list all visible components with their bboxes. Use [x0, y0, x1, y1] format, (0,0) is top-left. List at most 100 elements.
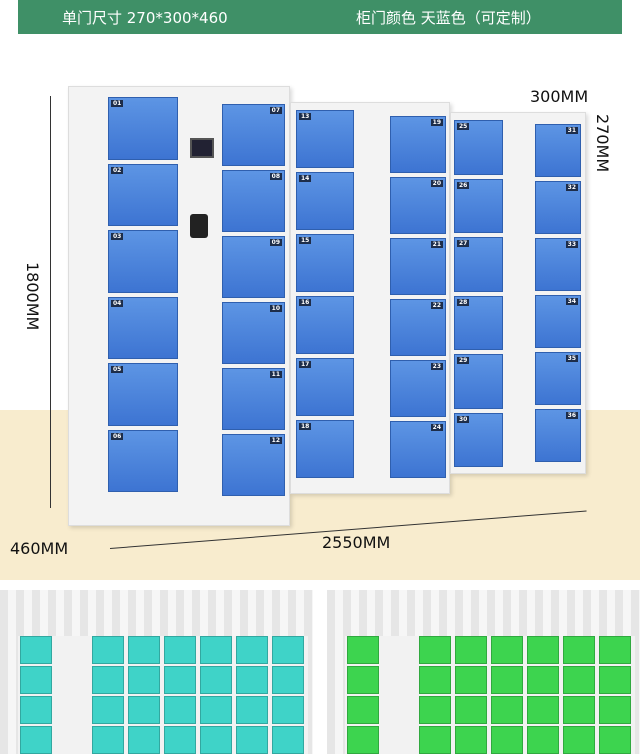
mini-locker-door — [491, 636, 523, 664]
mini-locker-door — [455, 696, 487, 724]
locker-number: 10 — [269, 305, 282, 312]
locker-door-30[interactable]: 30 — [454, 412, 503, 467]
mini-locker — [345, 636, 635, 754]
locker-number: 27 — [457, 240, 470, 247]
locker-number: 11 — [269, 371, 282, 378]
locker-door-24[interactable]: 24 — [390, 421, 446, 478]
locker-door-31[interactable]: 31 — [535, 124, 581, 177]
locker-number: 01 — [111, 100, 124, 107]
locker-number: 26 — [457, 181, 470, 189]
mini-locker-door — [419, 666, 451, 694]
door-size-label: 单门尺寸 270*300*460 — [62, 9, 228, 27]
mini-locker-door — [236, 696, 268, 724]
locker-number: 36 — [565, 412, 578, 419]
door-color-label: 柜门颜色 天蓝色（可定制） — [356, 9, 541, 27]
mini-locker-door — [164, 666, 196, 694]
mini-locker-door — [272, 666, 304, 694]
locker-door-13[interactable]: 13 — [296, 110, 354, 168]
locker-door-26[interactable]: 26 — [454, 178, 503, 233]
locker-door-03[interactable]: 03 — [108, 230, 178, 293]
locker-number: 31 — [565, 127, 578, 134]
locker-door-01[interactable]: 01 — [108, 97, 178, 160]
mini-locker-door — [20, 636, 52, 664]
mini-locker-door — [200, 696, 232, 724]
mini-locker-door — [164, 726, 196, 754]
locker-number: 29 — [457, 357, 470, 364]
locker-door-34[interactable]: 34 — [535, 295, 581, 348]
mini-locker-door — [128, 726, 160, 754]
locker-door-20[interactable]: 20 — [390, 177, 446, 234]
locker-door-28[interactable]: 28 — [454, 295, 503, 350]
mini-locker-door — [599, 666, 631, 694]
mini-locker-door — [563, 696, 595, 724]
mini-locker-door — [455, 666, 487, 694]
locker-door-15[interactable]: 15 — [296, 234, 354, 292]
locker-number: 21 — [430, 241, 443, 248]
locker-number: 05 — [111, 366, 124, 373]
mini-locker-door — [347, 696, 379, 724]
mini-locker-door — [92, 636, 124, 664]
locker-door-04[interactable]: 04 — [108, 296, 178, 359]
mini-locker-door — [200, 666, 232, 694]
locker-door-19[interactable]: 19 — [390, 116, 446, 173]
mini-locker-door — [599, 696, 631, 724]
mini-locker — [18, 636, 308, 754]
locker-door-08[interactable]: 08 — [222, 170, 285, 232]
mini-locker-door — [419, 696, 451, 724]
locker-number: 12 — [269, 437, 282, 444]
variant-photo-teal — [0, 590, 313, 754]
locker-number: 08 — [269, 173, 282, 180]
locker-door-16[interactable]: 16 — [296, 296, 354, 354]
locker-number: 15 — [299, 237, 312, 244]
locker-door-17[interactable]: 17 — [296, 358, 354, 416]
locker-number: 34 — [565, 298, 578, 305]
mini-locker-door — [236, 636, 268, 664]
depth-dim: 460MM — [10, 539, 69, 558]
locker-door-33[interactable]: 33 — [535, 238, 581, 291]
locker-number: 06 — [111, 432, 124, 440]
locker-door-05[interactable]: 05 — [108, 363, 178, 426]
mini-locker-door — [128, 696, 160, 724]
locker-door-06[interactable]: 06 — [108, 429, 178, 492]
locker-door-10[interactable]: 10 — [222, 302, 285, 364]
locker-door-22[interactable]: 22 — [390, 299, 446, 356]
locker-door-12[interactable]: 12 — [222, 434, 285, 496]
mini-locker-door — [200, 726, 232, 754]
locker-number: 17 — [299, 361, 312, 368]
locker-door-14[interactable]: 14 — [296, 172, 354, 230]
locker-door-36[interactable]: 36 — [535, 409, 581, 462]
locker-number: 04 — [111, 299, 124, 307]
locker-number: 13 — [299, 113, 312, 120]
locker-door-07[interactable]: 07 — [222, 104, 285, 166]
locker-door-23[interactable]: 23 — [390, 360, 446, 417]
locker-number: 32 — [565, 184, 578, 191]
mini-locker-door — [20, 726, 52, 754]
mini-locker-door — [164, 696, 196, 724]
mini-locker-door — [563, 636, 595, 664]
locker-door-25[interactable]: 25 — [454, 120, 503, 175]
locker-door-35[interactable]: 35 — [535, 352, 581, 405]
locker-door-32[interactable]: 32 — [535, 181, 581, 234]
variant-photo-green — [327, 590, 640, 754]
locker-door-02[interactable]: 02 — [108, 163, 178, 226]
locker-door-21[interactable]: 21 — [390, 238, 446, 295]
mini-locker-door — [419, 636, 451, 664]
mini-locker-door — [491, 666, 523, 694]
mini-locker-door — [347, 636, 379, 664]
locker-number: 33 — [565, 241, 578, 248]
door-width-dim: 300MM — [530, 87, 589, 106]
spec-banner: 单门尺寸 270*300*460 柜门颜色 天蓝色（可定制） — [18, 0, 622, 34]
mini-locker-door — [491, 696, 523, 724]
mini-locker-door — [236, 666, 268, 694]
locker-number: 18 — [299, 423, 312, 430]
locker-door-18[interactable]: 18 — [296, 420, 354, 478]
locker-door-29[interactable]: 29 — [454, 354, 503, 409]
locker-number: 23 — [430, 363, 443, 370]
mini-locker-door — [128, 666, 160, 694]
mini-locker-door — [272, 636, 304, 664]
mini-locker-door — [236, 726, 268, 754]
locker-door-11[interactable]: 11 — [222, 368, 285, 430]
locker-door-09[interactable]: 09 — [222, 236, 285, 298]
locker-door-27[interactable]: 27 — [454, 237, 503, 292]
mini-locker-door — [347, 666, 379, 694]
